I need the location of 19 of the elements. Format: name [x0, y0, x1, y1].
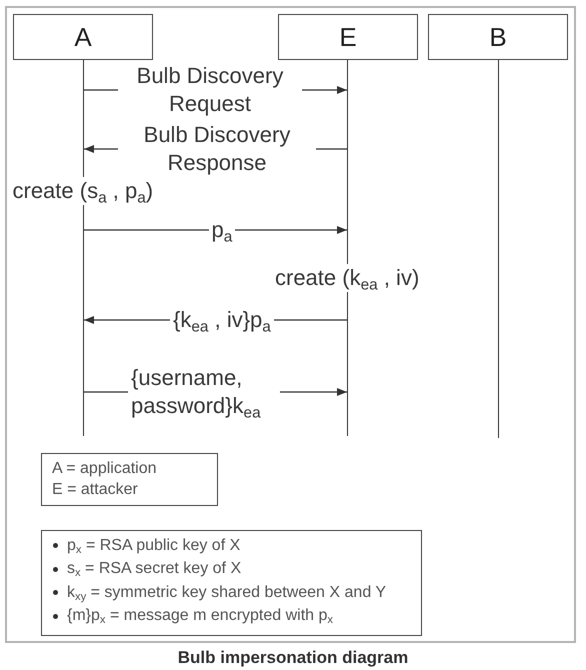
participant-label: B: [489, 22, 507, 52]
caption: Bulb impersonation diagram: [178, 648, 408, 668]
definition-box: [41, 530, 422, 636]
key-text: A = application: [52, 459, 158, 479]
lifeline: [347, 60, 348, 436]
participant-box: [428, 14, 568, 60]
participant-box: [278, 14, 418, 60]
definition-text: {m}p$_{x}$ = message m encrypted with p$_{x}$: [67, 606, 333, 626]
definition-text: p$_{x}$ = RSA public key of X: [67, 536, 240, 556]
participant-label: A: [74, 22, 92, 52]
participant-box: [13, 14, 153, 60]
key-box: [41, 453, 218, 506]
key-text: E = attacker: [52, 480, 139, 500]
definition-text: k$_{xy}$ = symmetric key shared between X and Y: [67, 582, 386, 603]
lifeline: [498, 60, 499, 438]
definition-text: s$_{x}$ = RSA secret key of X: [67, 559, 242, 580]
lifeline: [83, 60, 84, 436]
participant-label: E: [339, 22, 357, 52]
message-arrow: [84, 226, 347, 234]
